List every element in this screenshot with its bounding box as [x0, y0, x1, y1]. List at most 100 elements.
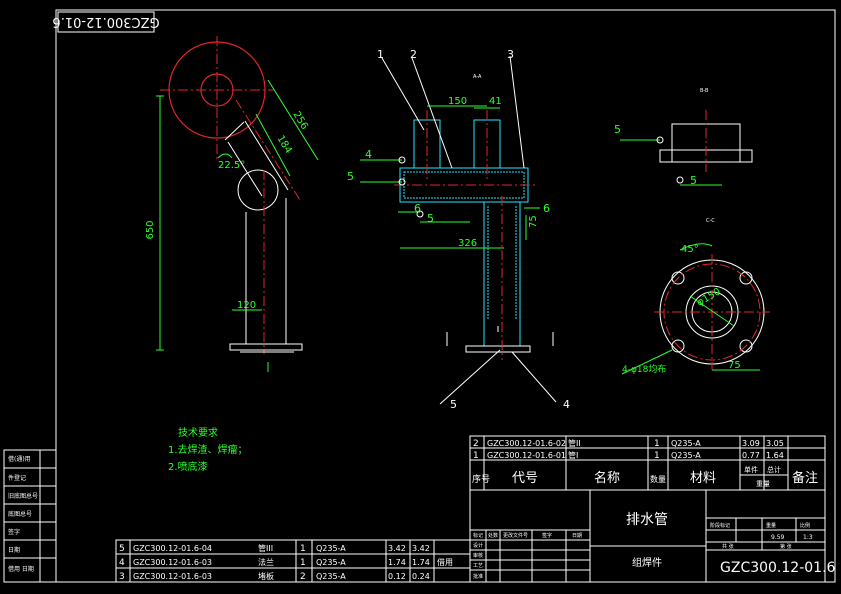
svg-text:1.74: 1.74: [388, 558, 406, 567]
svg-text:GZC300.12-01.6-02: GZC300.12-01.6-02: [487, 439, 566, 448]
tech-item-1: 1.去焊渣、焊瘤；: [168, 443, 248, 456]
bom-header-code: 代号: [512, 471, 538, 486]
bom-top-row: 1 GZC300.12-01.6-01 管I 1 Q235-A 0.77 1.6…: [473, 450, 784, 461]
dim-flange-75: 75: [728, 360, 741, 371]
weld-5d: 5: [690, 174, 697, 187]
bom-header-name: 名称: [594, 470, 620, 486]
svg-text:借用: 借用: [437, 557, 453, 567]
svg-text:3.05: 3.05: [766, 439, 784, 448]
left-strip-1: 件登记: [8, 474, 26, 482]
rev-header-0: 标记: [473, 532, 483, 539]
svg-text:1.64: 1.64: [766, 451, 784, 460]
title-block-text: 排水管 组焊件 GZC300.12-01.6 阶段标记 重量 比例 9.59 1…: [473, 512, 836, 580]
svg-text:2: 2: [300, 572, 306, 582]
left-strip-6: 借用 日期: [8, 565, 34, 573]
section-cc-label: C-C: [706, 218, 715, 224]
svg-text:1: 1: [654, 451, 660, 461]
weight-label: 重量: [766, 522, 776, 529]
svg-text:0.24: 0.24: [412, 572, 430, 581]
leader-1: 1: [377, 48, 384, 61]
rev-header-3: 签字: [542, 532, 552, 539]
bom-top-row: 2 GZC300.12-01.6-02 管II 1 Q235-A 3.09 3.…: [473, 438, 784, 449]
sheet-of: 第 张: [780, 543, 792, 550]
leader-2: 2: [410, 48, 417, 61]
dim-45deg: 45°: [681, 244, 699, 255]
section-view-labels: 1 2 3 4 5 A-A 150 41 326 75 4 5 6 5 6: [347, 48, 570, 411]
rev-header-1: 处数: [488, 532, 498, 539]
bom-header-material: 材料: [690, 471, 716, 486]
svg-text:GZC300.12-01.6-01: GZC300.12-01.6-01: [487, 451, 566, 460]
part-category: 组焊件: [632, 556, 662, 569]
dim-41: 41: [489, 96, 502, 107]
svg-text:4: 4: [119, 558, 125, 568]
scale-value: 1:3: [803, 534, 813, 541]
tech-item-2: 2.喷底漆: [168, 460, 208, 473]
detail-bb-labels: B-B 5 5: [614, 88, 709, 187]
weld-5b: 5: [427, 212, 434, 225]
holes-note: 4-φ18均布: [622, 363, 666, 375]
section-view: [360, 55, 557, 405]
rev-header-2: 更改文件号: [503, 532, 528, 539]
left-strip-5: 日期: [8, 546, 20, 554]
tech-requirements: 技术要求 1.去焊渣、焊瘤； 2.喷底漆: [168, 426, 248, 473]
svg-text:1: 1: [473, 451, 479, 461]
svg-text:3: 3: [119, 572, 125, 582]
svg-text:管II: 管II: [568, 438, 581, 448]
svg-text:Q235-A: Q235-A: [316, 572, 346, 581]
sheet-total: 共 张: [722, 543, 734, 550]
role-0: 设计: [473, 542, 483, 549]
svg-text:0.77: 0.77: [742, 451, 760, 460]
svg-text:1.74: 1.74: [412, 558, 430, 567]
left-view-dims: 650 256 184 22.5° 120: [145, 110, 310, 311]
svg-text:管III: 管III: [258, 543, 273, 553]
weld-6b: 6: [543, 202, 550, 215]
rev-header-4: 日期: [572, 533, 582, 539]
flange-view: [621, 243, 770, 375]
left-strip-labels: 借(通)用 件登记 旧底图总号 底图总号 签字 日期 借用 日期: [8, 455, 38, 573]
svg-text:管I: 管I: [568, 450, 578, 460]
role-2: 工艺: [473, 563, 483, 569]
svg-text:GZC300.12-01.6-03: GZC300.12-01.6-03: [133, 572, 212, 581]
weight-value: 9.59: [771, 534, 785, 541]
bom-bottom-row: 4 GZC300.12-01.6-03 法兰 1 Q235-A 1.74 1.7…: [119, 557, 453, 568]
svg-text:3.42: 3.42: [412, 544, 430, 553]
svg-text:2: 2: [473, 439, 479, 449]
detail-bb: [620, 110, 753, 186]
svg-text:Q235-A: Q235-A: [316, 544, 346, 553]
bom-header-unit: 单件: [744, 465, 758, 474]
svg-text:堵板: 堵板: [258, 571, 274, 581]
svg-text:3.09: 3.09: [742, 439, 760, 448]
left-strip-3: 底图总号: [8, 510, 32, 518]
svg-text:1: 1: [654, 439, 660, 449]
bom-header-note: 备注: [792, 470, 818, 486]
bom-bottom: [115, 539, 471, 583]
leader-4: 4: [563, 398, 570, 411]
drawing-number: GZC300.12-01.6: [720, 560, 836, 576]
svg-text:法兰: 法兰: [258, 557, 274, 567]
drawing-number-stamp: GZC300.12-01.6: [52, 11, 160, 33]
bom-bottom-text: 5 GZC300.12-01.6-04 管III 1 Q235-A 3.42 3…: [119, 543, 453, 582]
bom-bottom-row: 5 GZC300.12-01.6-04 管III 1 Q235-A 3.42 3…: [119, 543, 430, 554]
left-view: [156, 36, 319, 372]
svg-text:Q235-A: Q235-A: [316, 558, 346, 567]
svg-text:5: 5: [119, 544, 125, 554]
dim-326: 326: [458, 238, 477, 249]
svg-text:0.12: 0.12: [388, 572, 406, 581]
leader-3: 3: [507, 48, 514, 61]
bom-header-no: 序号: [472, 473, 490, 485]
dim-150: 150: [448, 96, 467, 107]
bom-header-weight: 重量: [756, 480, 770, 488]
bom-top-text: 2 GZC300.12-01.6-02 管II 1 Q235-A 3.09 3.…: [472, 438, 818, 488]
section-bb-label: B-B: [700, 88, 709, 94]
dim-angle: 22.5°: [218, 160, 245, 171]
svg-text:1: 1: [300, 544, 306, 554]
part-name: 排水管: [626, 512, 668, 528]
svg-text:Q235-A: Q235-A: [671, 451, 701, 460]
dim-75: 75: [528, 215, 539, 228]
stamp-text: GZC300.12-01.6: [52, 14, 159, 29]
weld-6a: 6: [414, 202, 421, 215]
svg-text:GZC300.12-01.6-03: GZC300.12-01.6-03: [133, 558, 212, 567]
bom-header-qty: 数量: [650, 474, 666, 484]
weld-5c: 5: [614, 123, 621, 136]
